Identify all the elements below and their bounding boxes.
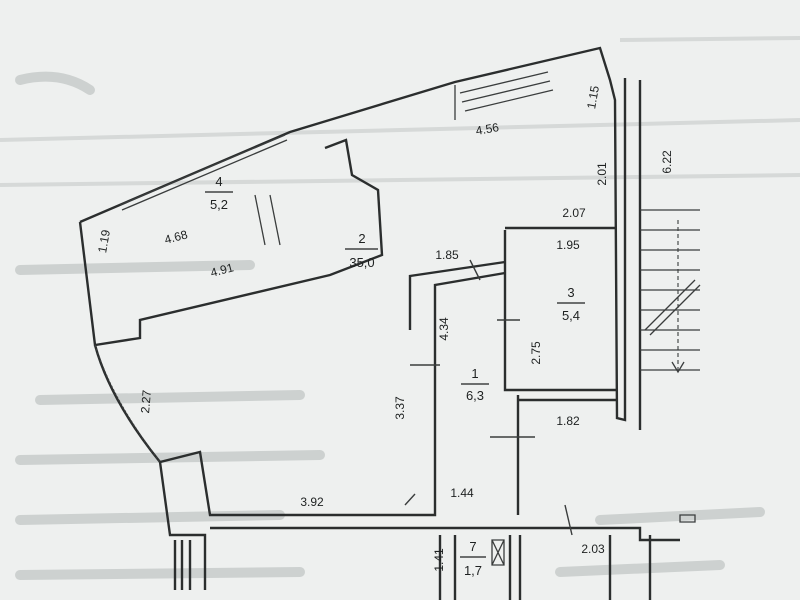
dim-2-01: 2.01	[595, 162, 609, 186]
dim-2-03: 2.03	[581, 542, 605, 556]
dim-3-92: 3.92	[300, 495, 324, 509]
dim-1-19: 1.19	[95, 228, 113, 254]
dimension-ticks	[404, 259, 573, 536]
dim-4-34: 4.34	[437, 317, 451, 341]
room-4-number: 4	[215, 174, 222, 189]
room-3-number: 3	[567, 285, 574, 300]
room-2-number: 2	[358, 231, 365, 246]
stairs	[119, 71, 701, 566]
dim-2-07: 2.07	[562, 206, 586, 220]
dim-4-91: 4.91	[209, 260, 235, 280]
background-bleed-through	[0, 36, 800, 580]
dimension-labels: 1.15 4.56 2.01 6.22 1.19 4.68 4.91 2.07 …	[95, 84, 674, 571]
room-1-area: 6,3	[466, 388, 484, 403]
room-7-area: 1,7	[464, 563, 482, 578]
dim-1-41: 1.41	[432, 548, 446, 572]
room-3-area: 5,4	[562, 308, 580, 323]
room-labels: 2 35,0 3 5,4 4 5,2 1 6,3 7 1,7	[205, 174, 585, 578]
dim-6-22: 6.22	[660, 150, 674, 174]
dim-1-15: 1.15	[584, 84, 602, 110]
dim-2-75: 2.75	[529, 341, 543, 365]
hatched-wall	[94, 344, 161, 463]
room-4-area: 5,2	[210, 197, 228, 212]
dim-2-27: 2.27	[138, 389, 154, 414]
room-2-area: 35,0	[349, 255, 374, 270]
dim-1-95: 1.95	[556, 238, 580, 252]
dim-1-85: 1.85	[435, 248, 459, 262]
dim-4-56: 4.56	[475, 120, 501, 138]
dim-1-44: 1.44	[450, 486, 474, 500]
dim-3-37: 3.37	[393, 396, 407, 420]
dim-1-82: 1.82	[556, 414, 580, 428]
room-1-number: 1	[471, 366, 478, 381]
room-7-number: 7	[469, 539, 476, 554]
dim-4-68: 4.68	[163, 227, 189, 247]
